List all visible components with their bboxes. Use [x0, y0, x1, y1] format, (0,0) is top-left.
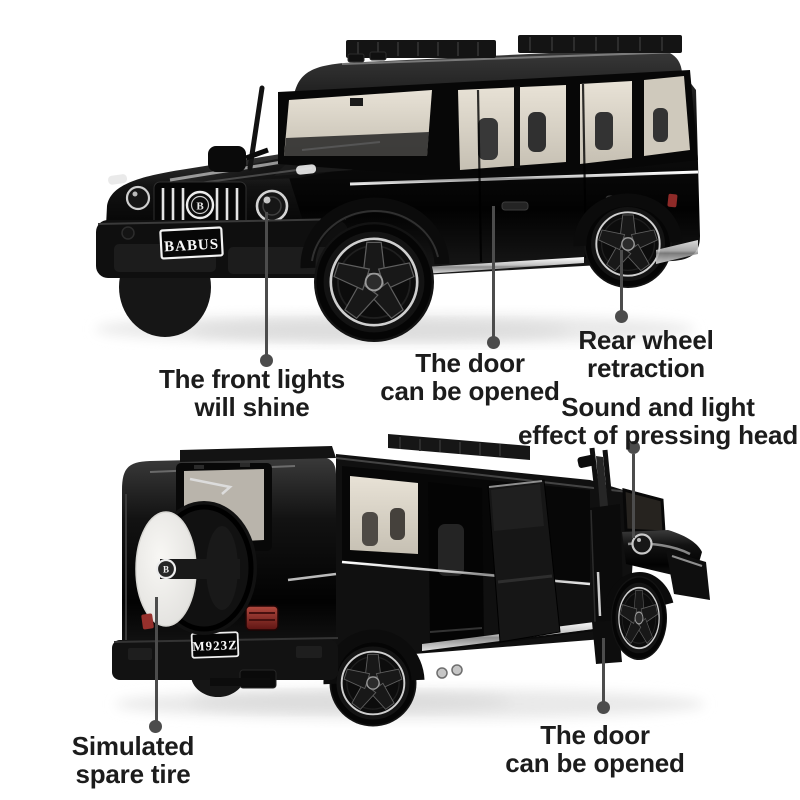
callout-door-top: The door can be opened — [360, 349, 580, 405]
door-handle — [501, 201, 529, 211]
turn-signal — [296, 164, 317, 175]
roof-spoiler — [180, 446, 336, 462]
callout-line2: retraction — [587, 353, 705, 384]
callout-line1: Simulated — [71, 731, 195, 761]
leader-line-door-top — [492, 206, 495, 341]
rear-marker-light — [667, 193, 678, 208]
callout-line1: The front lights — [159, 364, 345, 394]
roof-rack — [388, 434, 530, 460]
spare-badge — [155, 558, 177, 580]
leader-dot-door-top — [487, 336, 500, 349]
callout-line1: Rear wheel — [578, 325, 714, 355]
leader-dot-sound-light — [627, 441, 640, 454]
headlight-right — [255, 189, 289, 223]
window-band — [278, 51, 698, 176]
front-wheel — [611, 576, 667, 660]
leader-line-spare-tire — [155, 597, 158, 725]
exhaust-pipe — [436, 667, 448, 679]
callout-line2: will shine — [194, 392, 310, 423]
front-bumper — [666, 550, 710, 600]
leader-dot-front-lights — [260, 354, 273, 367]
grille-badge — [185, 190, 215, 220]
grille-badge-letter: B — [196, 201, 204, 213]
leader-dot-spare-tire — [149, 720, 162, 733]
front-fender-flare — [300, 197, 450, 269]
headlight — [631, 533, 653, 555]
callout-spare-tire: Simulated spare tire — [33, 732, 233, 788]
spare-cover-band — [160, 559, 240, 579]
open-door-opening — [428, 482, 484, 644]
rear-wiper — [189, 477, 233, 495]
roof-light — [347, 53, 365, 63]
rear-fender-flare — [573, 193, 683, 247]
leader-line-sound-light — [632, 454, 635, 538]
side-mirror — [208, 146, 269, 172]
top-car-photo: B BABUS — [95, 35, 700, 350]
leader-dot-door-bottom — [597, 701, 610, 714]
callout-door-bottom: The door can be opened — [485, 721, 705, 777]
windshield — [622, 488, 666, 534]
front-plate-text: BABUS — [164, 237, 220, 256]
callout-front-lights: The front lights will shine — [142, 365, 362, 421]
callout-line2: can be opened — [380, 376, 560, 407]
door-mirror — [577, 454, 596, 468]
leader-line-front-lights — [265, 212, 268, 358]
door-seam — [476, 89, 483, 263]
open-front-door — [577, 447, 624, 664]
beltline-chrome — [349, 170, 699, 186]
callout-line1: Sound and light — [561, 392, 755, 422]
spare-tire: B — [135, 501, 257, 635]
front-door-window — [458, 85, 566, 170]
callout-line2: spare tire — [75, 759, 191, 790]
rearview-mirror — [350, 98, 363, 106]
roof-rack — [346, 35, 682, 63]
tail-light — [245, 605, 279, 631]
callout-line1: The door — [540, 720, 650, 750]
open-rear-door — [487, 479, 561, 643]
callout-line1: The door — [415, 348, 525, 378]
front-grille: B — [153, 181, 247, 230]
callout-sound-light: Sound and light effect of pressing head — [516, 393, 800, 449]
quarter-window — [350, 476, 418, 554]
front-wheel — [314, 222, 434, 342]
rear-bumper-corner — [656, 240, 698, 264]
leader-line-door-bottom — [602, 638, 605, 704]
callout-line2: effect of pressing head — [517, 420, 799, 451]
turn-signal — [108, 174, 128, 185]
leader-line-rear-wheel — [620, 250, 623, 315]
bottom-car-photo: M923Z B — [112, 434, 710, 732]
headlight-left — [125, 185, 151, 211]
leader-dot-rear-wheel — [615, 310, 628, 323]
callout-line2: can be opened — [505, 748, 685, 779]
exhaust-pipe — [451, 664, 463, 676]
rear-plate-text: M923Z — [192, 637, 238, 654]
front-plate: BABUS — [159, 226, 224, 260]
far-tail-light — [141, 613, 154, 630]
callout-rear-wheel: Rear wheel retraction — [546, 326, 746, 382]
roof-light — [369, 51, 387, 61]
spare-badge-letter: B — [163, 565, 169, 575]
rear-plate: M923Z — [190, 631, 240, 659]
running-board — [408, 257, 584, 275]
